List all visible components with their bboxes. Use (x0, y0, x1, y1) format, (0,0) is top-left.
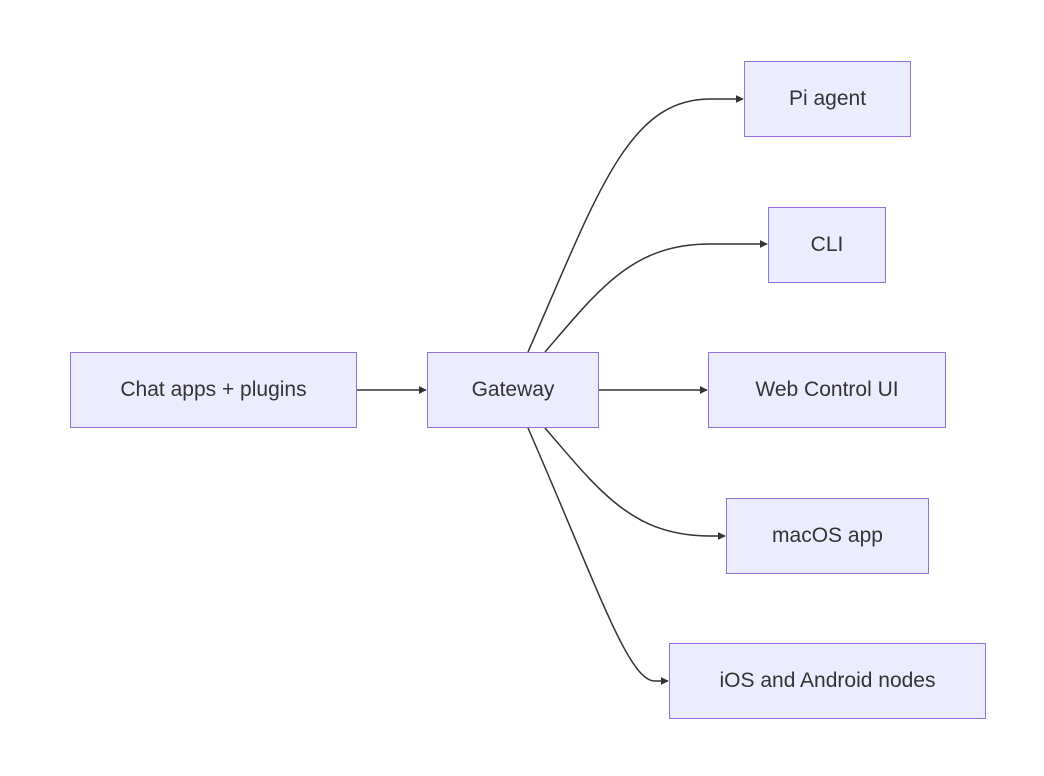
node-chat-apps-plugins: Chat apps + plugins (70, 352, 357, 428)
node-label: Pi agent (788, 87, 867, 110)
node-label: iOS and Android nodes (719, 669, 936, 692)
node-web-control-ui: Web Control UI (708, 352, 946, 428)
node-label: macOS app (772, 524, 883, 547)
edge-gateway-to-cli (544, 240, 768, 353)
node-label: Gateway (471, 378, 555, 401)
node-label: Chat apps + plugins (120, 378, 307, 401)
node-ios-android-nodes: iOS and Android nodes (669, 643, 986, 719)
node-macos-app: macOS app (726, 498, 929, 574)
node-label: CLI (810, 233, 844, 256)
node-pi-agent: Pi agent (744, 61, 911, 137)
node-label: Web Control UI (755, 378, 899, 401)
node-gateway: Gateway (427, 352, 599, 428)
node-cli: CLI (768, 207, 886, 283)
edge-gateway-to-pi-agent (527, 95, 744, 353)
edge-gateway-to-mobile-nodes (527, 427, 669, 685)
edge-gateway-to-macos-app (544, 427, 726, 540)
